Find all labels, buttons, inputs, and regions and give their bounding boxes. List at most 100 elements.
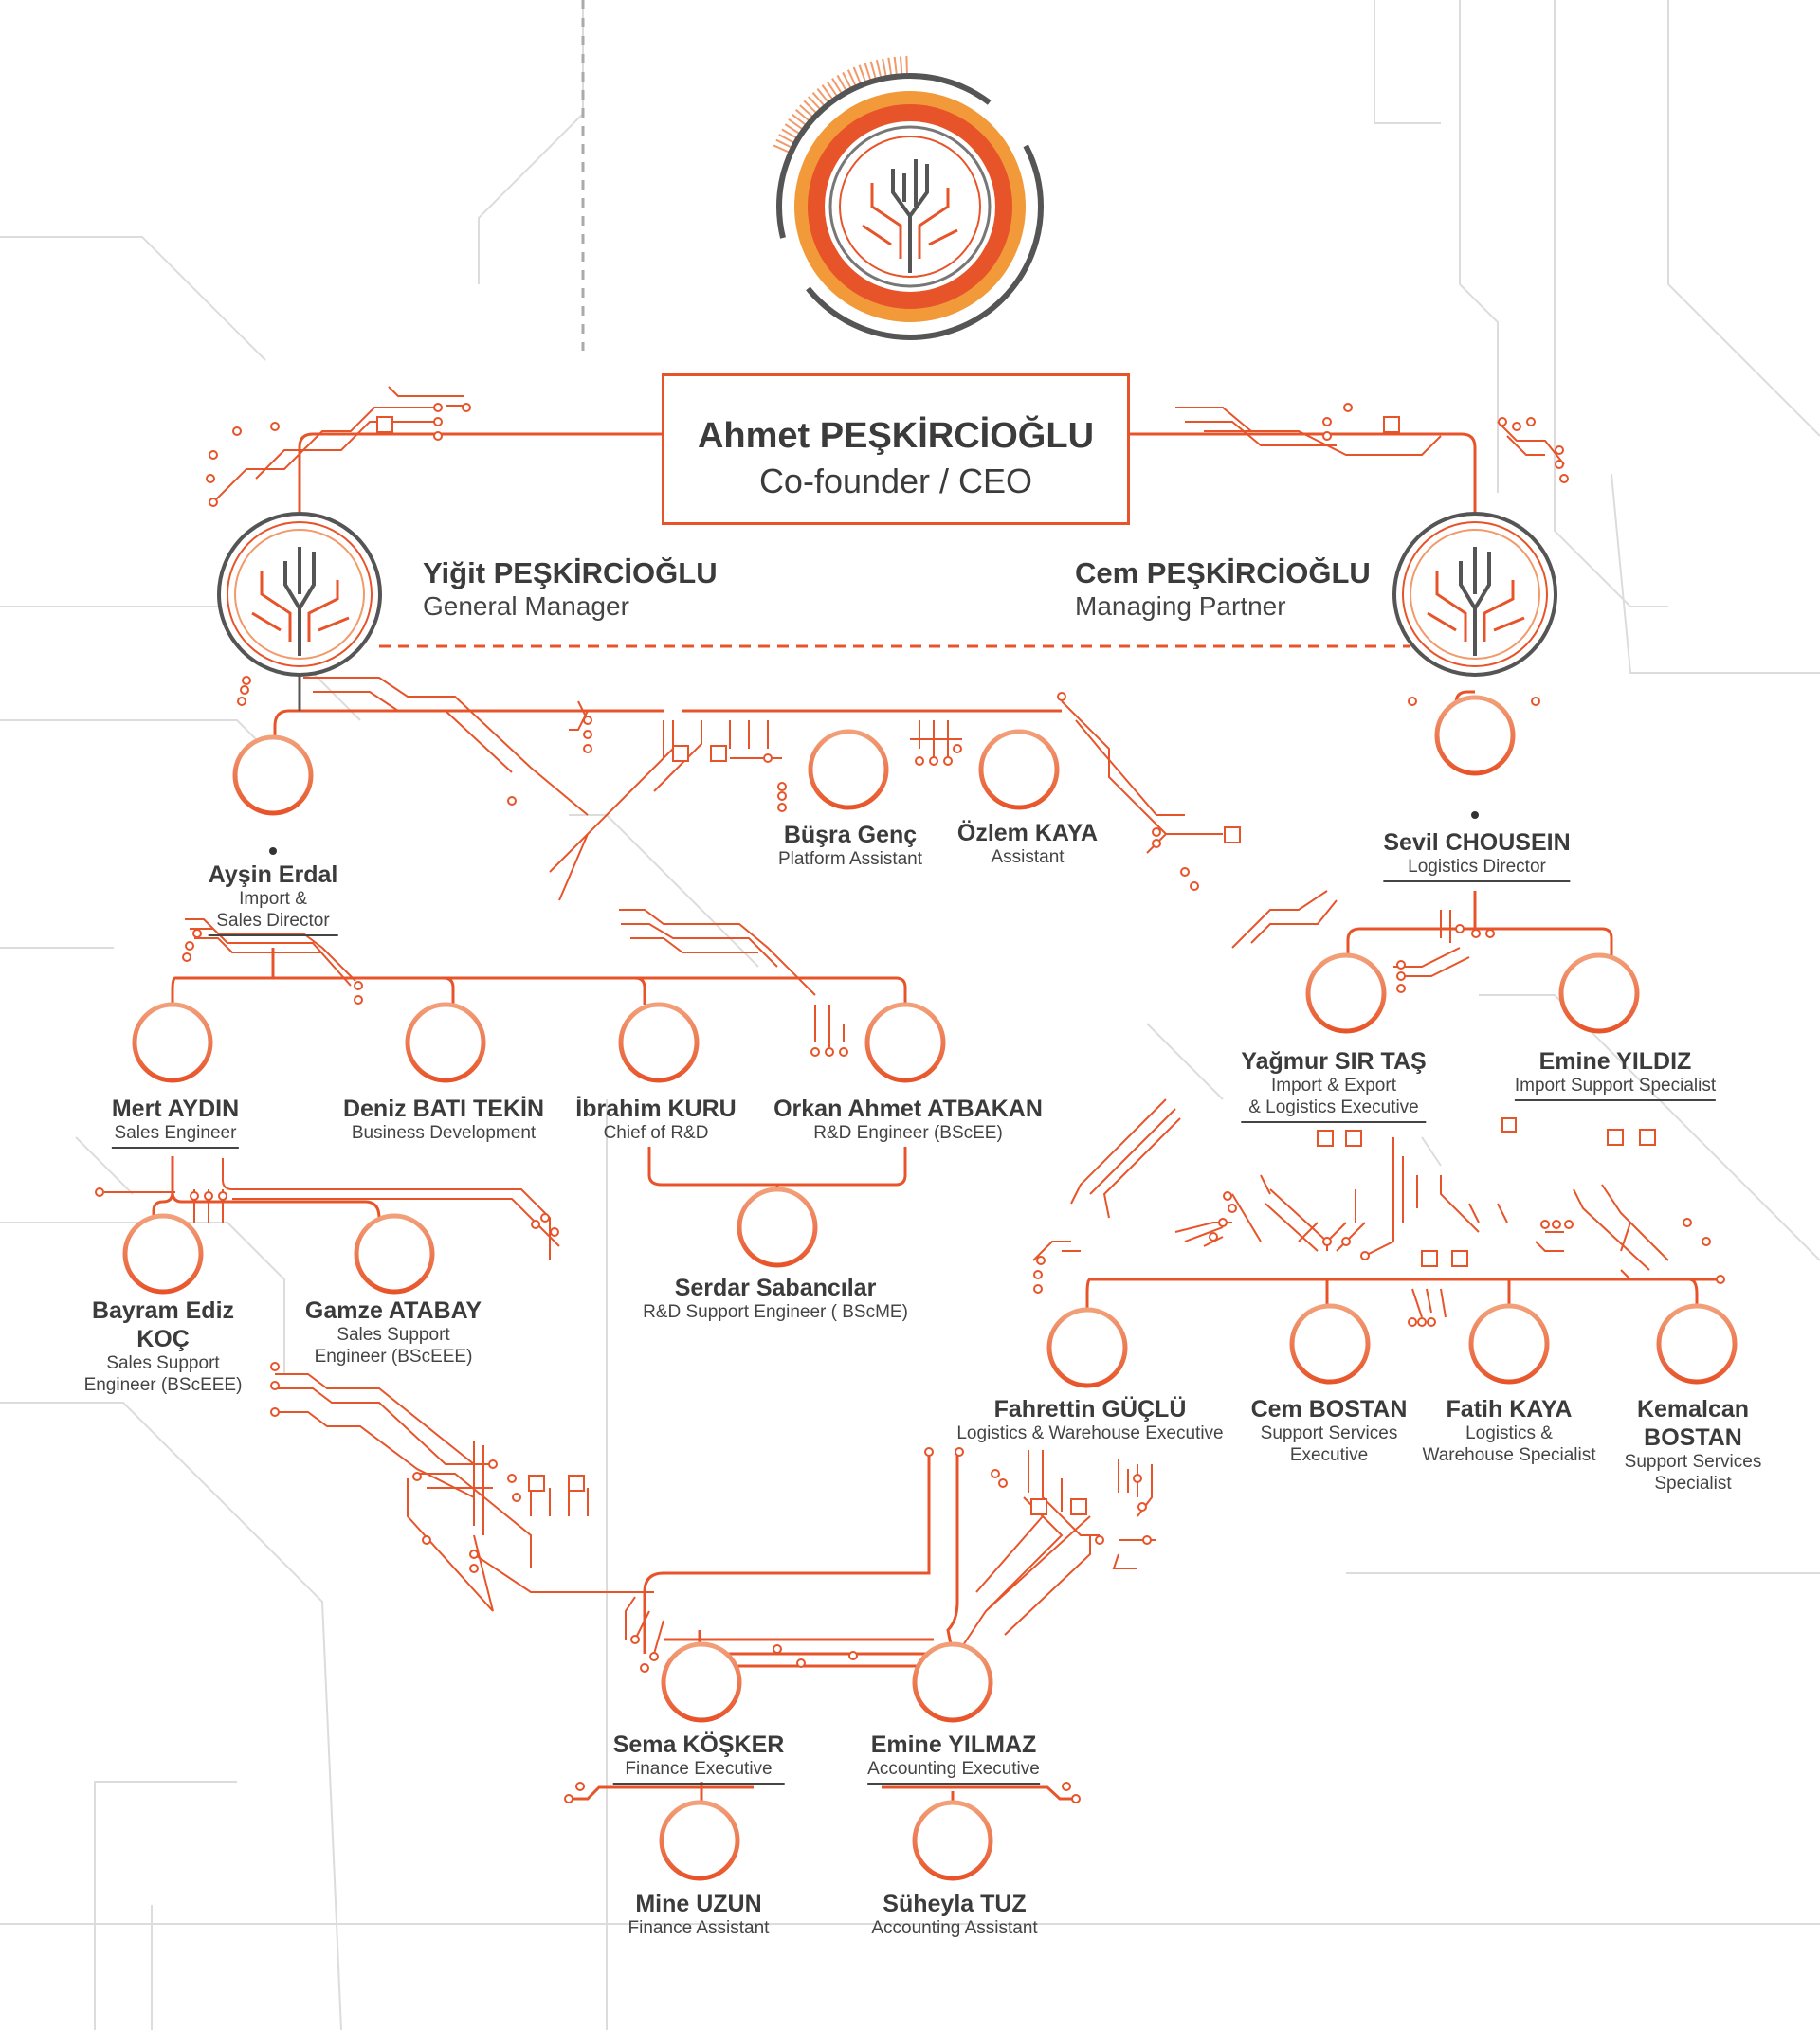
person-label-bayram: Bayram Ediz KOÇ Sales Support Engineer (… xyxy=(84,1296,243,1397)
chip-icon xyxy=(1345,1130,1362,1147)
chip-icon xyxy=(1451,1250,1468,1267)
person-label-ibrahim: İbrahim KURU Chief of R&D xyxy=(575,1095,736,1145)
ceo-box: Ahmet PEŞKİRCİOĞLU Co-founder / CEO xyxy=(662,373,1130,525)
chip-icon xyxy=(1030,1498,1047,1515)
trace-terminals xyxy=(95,403,1725,1803)
person-name: Fatih KAYA xyxy=(1446,1396,1573,1423)
chip-icon xyxy=(1421,1250,1438,1267)
avatar-mert xyxy=(132,1002,213,1083)
person-role: Assistant xyxy=(991,847,1065,867)
chip-icons xyxy=(376,416,1656,1515)
person-label-fatih: Fatih KAYA Logistics & Warehouse Special… xyxy=(1422,1395,1595,1467)
ceo-role: Co-founder / CEO xyxy=(758,461,1033,500)
person-name: Fahrettin GÜÇLÜ xyxy=(993,1396,1187,1423)
person-label-busra: Büşra Genç Platform Assistant xyxy=(778,821,922,871)
person-name: Emine YILDIZ xyxy=(1538,1048,1692,1075)
person-role-line2: Warehouse Specialist xyxy=(1422,1444,1596,1465)
person-name: Serdar Sabancılar xyxy=(674,1275,877,1301)
person-label-sema: Sema KÖŞKER Finance Executive xyxy=(612,1731,785,1785)
person-name: Sema KÖŞKER xyxy=(612,1731,785,1758)
person-name: Mert AYDIN xyxy=(111,1096,240,1122)
avatar-sevil xyxy=(1434,695,1516,776)
person-role: Logistics & Warehouse Executive xyxy=(956,1423,1224,1443)
avatar-suheyla xyxy=(912,1800,993,1881)
person-name: Kemalcan xyxy=(1636,1396,1750,1423)
gm-role: General Manager xyxy=(423,591,629,622)
person-name: Özlem KAYA xyxy=(956,820,1099,846)
person-role: Sales Engineer xyxy=(111,1123,240,1149)
person-label-fahrettin: Fahrettin GÜÇLÜ Logistics & Warehouse Ex… xyxy=(956,1395,1223,1445)
person-role: Support Services xyxy=(1624,1452,1762,1472)
avatar-emine-yl xyxy=(912,1641,993,1723)
avatar-cemb xyxy=(1289,1303,1371,1385)
avatar-bayram xyxy=(122,1213,204,1295)
person-name: Ayşin Erdal xyxy=(208,861,338,888)
person-role: R&D Engineer (BScEE) xyxy=(813,1123,1003,1143)
avatar-aysin xyxy=(232,734,314,816)
chip-icon xyxy=(568,1475,585,1492)
gm-name: Yiğit PEŞKİRCİOĞLU xyxy=(423,556,718,589)
mp-role: Managing Partner xyxy=(1075,591,1286,622)
chip-icon xyxy=(710,745,727,762)
person-role: Business Development xyxy=(351,1123,537,1143)
circuit-tree-icon xyxy=(773,56,1044,340)
person-label-mine: Mine UZUN Finance Assistant xyxy=(628,1890,770,1940)
person-label-kemalcan: Kemalcan BOSTAN Support Services Special… xyxy=(1625,1395,1762,1495)
avatar-mine xyxy=(659,1800,740,1881)
person-role: Import & xyxy=(239,889,307,909)
person-role: Accounting Executive xyxy=(867,1759,1040,1785)
person-name: İbrahim KURU xyxy=(575,1096,737,1122)
chip-icon xyxy=(1607,1129,1624,1146)
person-name: Gamze ATABAY xyxy=(304,1297,482,1324)
person-role-line2: Specialist xyxy=(1654,1473,1732,1494)
person-name: Emine YILMAZ xyxy=(870,1731,1037,1758)
avatar-sema xyxy=(661,1641,742,1723)
person-name: Mine UZUN xyxy=(635,1891,762,1917)
gm-label: Yiğit PEŞKİRCİOĞLU General Manager xyxy=(423,555,718,623)
chip-icon xyxy=(672,745,689,762)
person-name-line2: BOSTAN xyxy=(1644,1424,1742,1451)
person-label-sevil: Sevil CHOUSEIN Logistics Director xyxy=(1383,828,1571,882)
mp-name: Cem PEŞKİRCİOĞLU xyxy=(1075,556,1371,589)
circuit-tree-icon-gm xyxy=(217,512,382,677)
chip-icon xyxy=(1224,826,1241,843)
person-role: Support Services xyxy=(1260,1423,1398,1443)
person-label-emine-yilmaz: Emine YILMAZ Accounting Executive xyxy=(867,1731,1040,1785)
person-label-orkan: Orkan Ahmet ATBAKAN R&D Engineer (BScEE) xyxy=(774,1095,1043,1145)
person-name: Süheyla TUZ xyxy=(883,1891,1027,1917)
person-role-line2: Executive xyxy=(1289,1444,1369,1465)
person-name: Orkan Ahmet ATBAKAN xyxy=(774,1096,1043,1122)
ceo-name: Ahmet PEŞKİRCİOĞLU xyxy=(697,416,1095,456)
person-label-deniz: Deniz BATI TEKİN Business Development xyxy=(343,1095,544,1145)
mp-label: Cem PEŞKİRCİOĞLU Managing Partner xyxy=(1075,555,1371,623)
person-name-line2: KOÇ xyxy=(136,1326,190,1352)
avatar-ibrahim xyxy=(618,1002,700,1083)
person-role: Chief of R&D xyxy=(603,1123,709,1143)
person-label-mert: Mert AYDIN Sales Engineer xyxy=(111,1095,240,1149)
avatar-kemalcan xyxy=(1656,1303,1738,1385)
avatar-yagmur xyxy=(1305,952,1387,1034)
chip-icon xyxy=(376,416,393,433)
person-role: Import & Export xyxy=(1270,1076,1396,1096)
person-avatars xyxy=(122,695,1738,1881)
person-name: Bayram Ediz xyxy=(91,1297,235,1324)
person-label-yagmur: Yağmur SIR TAŞ Import & Export & Logisti… xyxy=(1241,1047,1427,1123)
avatar-deniz xyxy=(405,1002,486,1083)
person-role: Sales Support xyxy=(106,1353,220,1373)
avatar-gamze xyxy=(354,1213,435,1295)
chip-icon xyxy=(1317,1130,1334,1147)
person-name: Sevil CHOUSEIN xyxy=(1383,829,1571,856)
chip-icon xyxy=(1639,1129,1656,1146)
avatar-fahrettin xyxy=(1046,1307,1128,1388)
person-role: Accounting Assistant xyxy=(871,1918,1038,1938)
person-role: Sales Support xyxy=(337,1325,450,1345)
person-role-line2: Engineer (BScEEE) xyxy=(314,1346,473,1367)
person-label-emine-yildiz: Emine YILDIZ Import Support Specialist xyxy=(1514,1047,1717,1101)
person-label-suheyla: Süheyla TUZ Accounting Assistant xyxy=(871,1890,1037,1940)
person-name: Cem BOSTAN xyxy=(1250,1396,1408,1423)
chip-icon xyxy=(528,1475,545,1492)
person-role: Logistics Director xyxy=(1383,857,1571,882)
person-label-ozlem: Özlem KAYA Assistant xyxy=(957,819,1098,869)
avatar-serdar xyxy=(737,1187,818,1268)
